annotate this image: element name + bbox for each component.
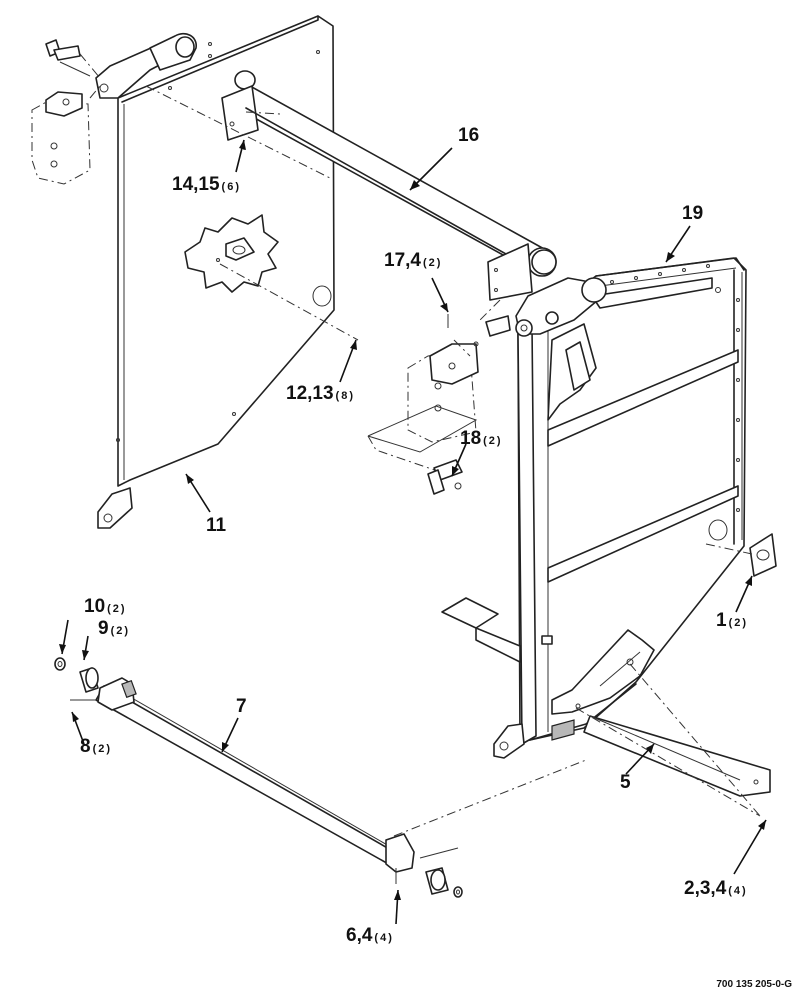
callout-10: 10(2): [84, 596, 127, 618]
callout-number: 2,3,4: [684, 878, 727, 899]
frame-rivet-holes: [610, 264, 740, 512]
callout-qty: (8): [335, 390, 355, 402]
callout-number: 11: [206, 515, 227, 536]
callout-1: 1(2): [716, 610, 748, 632]
upper-cross-tube: [221, 70, 557, 301]
bushings-and-washers: [54, 657, 463, 898]
center-bracket-hardware: [367, 314, 511, 495]
callout-number: 16: [458, 125, 480, 146]
callout-number: 12,13: [286, 383, 334, 404]
callout-number: 7: [236, 696, 247, 717]
leader-arrows: [59, 139, 767, 925]
callout-qty: (2): [483, 435, 503, 447]
callout-7: 7: [236, 696, 249, 718]
lower-cross-shaft: [95, 677, 415, 884]
callout-number: 1: [716, 610, 727, 631]
callout-19: 19: [682, 203, 705, 225]
callout-11: 11: [206, 515, 228, 537]
lower-support-beam: [441, 597, 771, 797]
callout-number: 14,15: [172, 174, 220, 195]
callout-qty: (2): [92, 743, 113, 755]
callout-2-3-4: 2,3,4(4): [684, 878, 748, 900]
callout-qty: (2): [110, 625, 131, 637]
slot-cover-plate: [705, 533, 777, 577]
callout-12-13: 12,13(8): [286, 383, 355, 405]
callout-number: 8: [80, 736, 91, 757]
callout-5: 5: [620, 772, 633, 794]
callout-17-4: 17,4(2): [384, 250, 442, 272]
drawing-number: 700 135 205-0-G: [716, 979, 792, 990]
callout-qty: (2): [422, 257, 443, 269]
callout-number: 19: [682, 203, 704, 224]
callout-qty: (4): [728, 885, 748, 897]
callout-14-15: 14,15(6): [172, 174, 241, 196]
callout-qty: (2): [107, 603, 127, 615]
assembly-centerlines: [145, 85, 761, 837]
callout-qty: (4): [374, 932, 394, 944]
callout-number: 9: [98, 618, 109, 639]
callout-number: 6,4: [346, 925, 373, 946]
callout-6-4: 6,4(4): [346, 925, 394, 947]
upper-left-mount-bracket: [31, 39, 101, 185]
left-side-panel: [95, 15, 335, 529]
callout-qty: (6): [221, 181, 241, 193]
callout-number: 5: [620, 772, 631, 793]
callout-number: 18: [460, 428, 482, 449]
callout-number: 17,4: [384, 250, 421, 271]
callout-18: 18(2): [460, 428, 503, 450]
callout-8: 8(2): [80, 736, 112, 758]
callout-number: 10: [84, 596, 106, 617]
callout-9: 9(2): [98, 618, 130, 640]
right-side-frame: [493, 257, 747, 759]
callout-16: 16: [458, 125, 481, 147]
callout-qty: (2): [728, 617, 749, 629]
